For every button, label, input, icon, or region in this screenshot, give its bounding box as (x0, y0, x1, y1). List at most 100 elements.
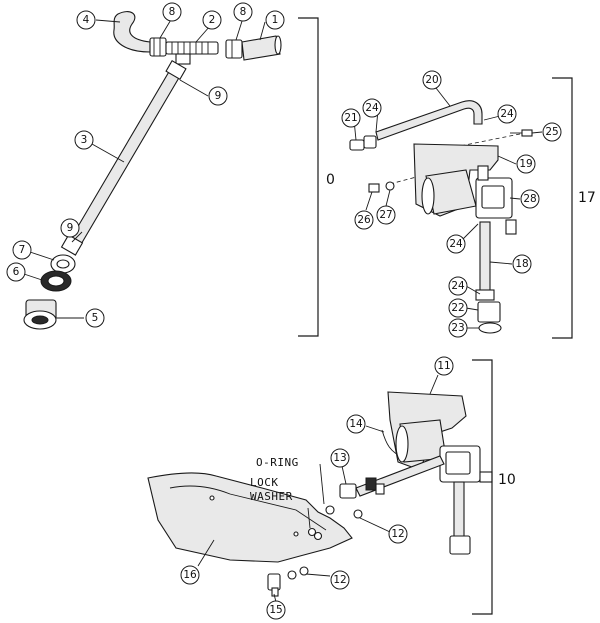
svg-text:11: 11 (437, 360, 450, 372)
svg-text:16: 16 (183, 569, 197, 581)
part-7-nut (50, 254, 76, 274)
svg-text:27: 27 (379, 209, 392, 221)
balloon-2: 2 (202, 10, 222, 30)
part-27-washer (385, 181, 395, 191)
note-lock-line2: WASHER (250, 490, 293, 503)
balloon-16: 16 (180, 565, 200, 585)
part-23-washer (478, 322, 502, 334)
part-6-ring (40, 270, 72, 292)
balloon-20: 20 (422, 70, 442, 90)
bracket-group-0 (298, 17, 319, 337)
balloon-23: 23 (448, 318, 468, 338)
assembly-17 (349, 77, 573, 339)
note-o-ring: O-RING (256, 456, 299, 469)
balloon-5: 5 (85, 308, 105, 328)
balloon-13: 13 (330, 448, 350, 468)
svg-text:24: 24 (365, 102, 379, 114)
bracket-group-17 (552, 77, 573, 339)
part-5-coupling (23, 299, 57, 330)
balloon-12b: 12 (330, 570, 350, 590)
svg-text:26: 26 (357, 214, 371, 226)
balloon-24d: 24 (448, 276, 468, 296)
group-label-10: 10 (498, 472, 516, 488)
part-15-fitting (267, 566, 309, 597)
balloon-27: 27 (376, 205, 396, 225)
part-4-elbow-hose (113, 11, 151, 53)
balloon-1: 1 (265, 10, 285, 30)
balloon-8a: 8 (162, 2, 182, 22)
part-8-nut-left (149, 37, 167, 57)
svg-text:7: 7 (19, 244, 26, 256)
svg-text:24: 24 (451, 280, 465, 292)
lower-vertical-pipe (449, 481, 471, 555)
svg-text:2: 2 (209, 14, 216, 26)
balloon-24b: 24 (497, 104, 517, 124)
balloon-8b: 8 (233, 2, 253, 22)
part-12-washer-upper (353, 509, 363, 519)
part-22-nut (477, 301, 501, 323)
part-16-shield (147, 472, 353, 563)
svg-text:12: 12 (333, 574, 346, 586)
svg-text:23: 23 (451, 322, 464, 334)
part-28-solenoid-valve (421, 165, 517, 235)
svg-text:6: 6 (13, 266, 20, 278)
balloon-4: 4 (76, 10, 96, 30)
part-18-vertical-pipe (475, 221, 495, 301)
svg-text:24: 24 (500, 108, 514, 120)
part-26-screw (368, 183, 380, 193)
group-label-0: 0 (326, 172, 335, 188)
svg-text:28: 28 (523, 193, 536, 205)
balloon-9a: 9 (208, 86, 228, 106)
part-3-long-tube (69, 60, 187, 247)
o-ring (325, 505, 335, 515)
svg-text:4: 4 (83, 14, 90, 26)
svg-text:21: 21 (344, 112, 357, 124)
svg-text:8: 8 (169, 6, 176, 18)
bracket-group-10 (472, 359, 493, 615)
svg-text:15: 15 (269, 604, 282, 616)
svg-text:14: 14 (349, 418, 363, 430)
balloon-26: 26 (354, 210, 374, 230)
part-2-tee-fitting (165, 41, 219, 65)
svg-text:8: 8 (240, 6, 247, 18)
balloon-18: 18 (512, 254, 532, 274)
lock-washer (307, 527, 323, 541)
balloon-24c: 24 (446, 234, 466, 254)
svg-text:19: 19 (519, 158, 532, 170)
part-1-tube (241, 35, 281, 61)
svg-text:22: 22 (451, 302, 464, 314)
balloon-6: 6 (6, 262, 26, 282)
svg-text:18: 18 (515, 258, 528, 270)
svg-text:3: 3 (81, 134, 88, 146)
balloon-12a: 12 (388, 524, 408, 544)
svg-text:13: 13 (333, 452, 346, 464)
note-lock-line1: LOCK (250, 476, 279, 489)
svg-text:9: 9 (215, 90, 222, 102)
balloon-7: 7 (12, 240, 32, 260)
balloon-9b: 9 (60, 218, 80, 238)
part-8-nut-right (225, 39, 243, 59)
balloon-22: 22 (448, 298, 468, 318)
svg-text:9: 9 (67, 222, 74, 234)
svg-text:20: 20 (425, 74, 438, 86)
svg-text:1: 1 (272, 14, 279, 26)
balloon-14: 14 (346, 414, 366, 434)
svg-text:25: 25 (545, 126, 558, 138)
balloon-25: 25 (542, 122, 562, 142)
assembly-0 (23, 11, 319, 337)
valve-body-lower (395, 419, 493, 483)
assembly-10 (147, 359, 493, 615)
part-20-bent-pipe (375, 100, 483, 141)
balloon-24a: 24 (362, 98, 382, 118)
group-label-17: 17 (578, 190, 596, 206)
balloon-28: 28 (520, 189, 540, 209)
svg-text:5: 5 (92, 312, 99, 324)
svg-text:12: 12 (391, 528, 404, 540)
balloon-3: 3 (74, 130, 94, 150)
balloon-15: 15 (266, 600, 286, 620)
part-13-fitting (339, 477, 385, 499)
balloon-19: 19 (516, 154, 536, 174)
svg-text:24: 24 (449, 238, 463, 250)
